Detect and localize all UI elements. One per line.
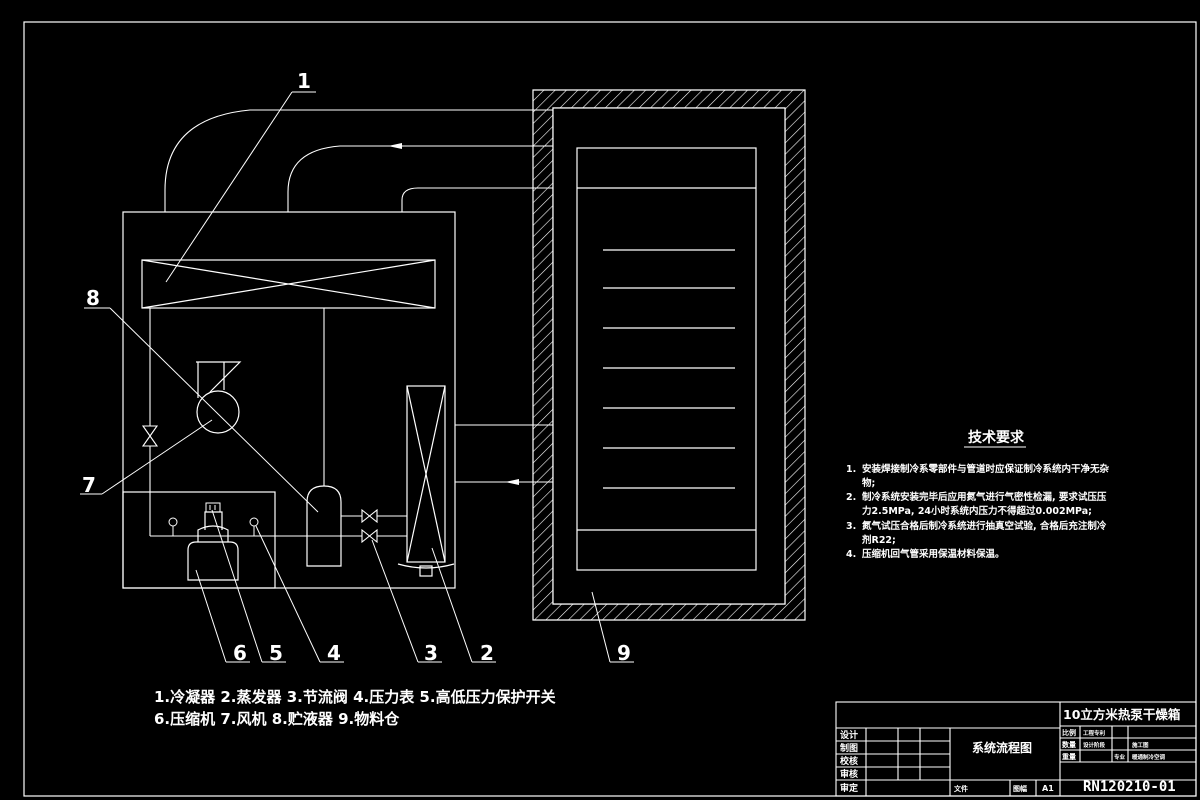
- label-weight: 重量: [1062, 752, 1076, 761]
- drawing-border: [23, 21, 1197, 797]
- value-r2b: 施工图: [1132, 741, 1149, 749]
- title-block-text: 10立方米热泵干燥箱 系统流程图 RN120210-01 设计 制图 校核 审核…: [840, 707, 1181, 795]
- tech-item-1-b: 物;: [862, 477, 875, 489]
- legend-line-2: 6.压缩机 7.风机 8.贮液器 9.物料仓: [154, 710, 400, 728]
- heat-pump-unit: [122, 211, 456, 589]
- tech-item-3-a: 氮气试压合格后制冷系统进行抽真空试验, 合格后充注制冷: [862, 520, 1107, 532]
- value-r2a: 设计阶段: [1083, 741, 1106, 749]
- label-sheet: 图幅: [1013, 784, 1027, 793]
- legend-line-1: 1.冷凝器 2.蒸发器 3.节流阀 4.压力表 5.高低压力保护开关: [154, 688, 556, 706]
- value-r3b: 暖通制冷空调: [1132, 753, 1166, 761]
- sheet-size: A1: [1042, 784, 1054, 793]
- callout-6: 6: [233, 641, 247, 665]
- pressure-switch: [205, 502, 221, 513]
- callout-7: 7: [82, 473, 96, 497]
- drawing-number: RN120210-01: [1083, 779, 1176, 795]
- tech-item-4-a: 压缩机回气管采用保温材料保温。: [862, 548, 1005, 560]
- flow-arrows: [388, 143, 519, 485]
- drawing-name: 系统流程图: [972, 740, 1032, 755]
- tech-item-1-num: 1.: [846, 464, 856, 475]
- row-check: 校核: [840, 755, 858, 767]
- tech-title: 技术要求: [968, 429, 1025, 446]
- technical-requirements: 技术要求 1. 安装焊接制冷系零部件与管道时应保证制冷系统内干净无杂 物; 2.…: [846, 429, 1110, 560]
- component-legend: 1.冷凝器 2.蒸发器 3.节流阀 4.压力表 5.高低压力保护开关 6.压缩机…: [154, 688, 556, 728]
- refrigerant-piping: [149, 109, 553, 537]
- tech-item-3-b: 剂R22;: [861, 534, 896, 546]
- fan: [196, 361, 242, 434]
- callout-labels: 1 2 3 4 5 6 7 8 9: [82, 69, 631, 665]
- row-draft: 制图: [840, 742, 858, 754]
- callout-1: 1: [297, 69, 311, 93]
- label-scale: 比例: [1062, 728, 1076, 737]
- project-title: 10立方米热泵干燥箱: [1063, 707, 1181, 722]
- leader-lines: [80, 91, 634, 663]
- throttle-valves: [141, 425, 378, 544]
- callout-5: 5: [269, 641, 283, 665]
- value-r3a: 专业: [1114, 753, 1126, 761]
- tech-item-4-num: 4.: [846, 549, 856, 560]
- tech-item-2-a: 制冷系统安装完毕后应用氮气进行气密性检漏, 要求试压压: [862, 491, 1107, 503]
- tech-item-1-a: 安装焊接制冷系零部件与管道时应保证制冷系统内干净无杂: [862, 463, 1110, 475]
- evaporator: [397, 385, 455, 577]
- pressure-gauges: [168, 517, 259, 536]
- title-block: [835, 701, 1197, 797]
- condenser: [141, 259, 436, 309]
- tech-item-3-num: 3.: [846, 521, 856, 532]
- value-r1: 工程专利: [1083, 729, 1106, 737]
- callout-4: 4: [327, 641, 341, 665]
- row-design: 设计: [840, 729, 858, 741]
- material-chamber: [532, 89, 806, 621]
- liquid-receiver: [306, 485, 342, 567]
- callout-8: 8: [86, 286, 100, 310]
- tech-item-2-num: 2.: [846, 492, 856, 503]
- callout-9: 9: [617, 641, 631, 665]
- label-file: 文件: [954, 784, 968, 793]
- callout-3: 3: [424, 641, 438, 665]
- label-quantity: 数量: [1062, 740, 1076, 749]
- row-review: 审核: [840, 768, 858, 780]
- row-approve: 审定: [840, 782, 859, 794]
- tech-item-2-b: 力2.5MPa, 24小时系统内压力不得超过0.002MPa;: [862, 505, 1092, 517]
- compressor: [187, 511, 239, 581]
- callout-2: 2: [480, 641, 494, 665]
